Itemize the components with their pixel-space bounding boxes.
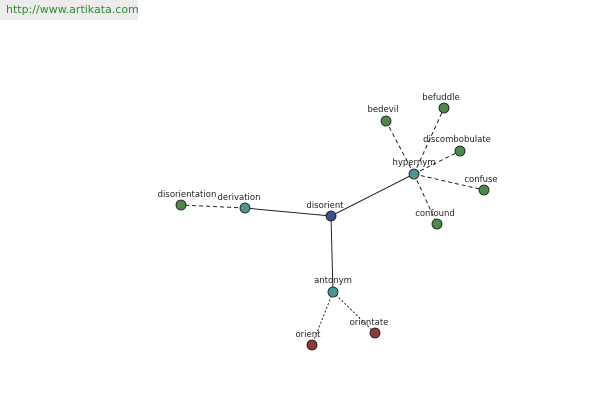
node-antonym[interactable] [327,286,339,298]
node-label-discombobulate: discombobulate [423,135,491,145]
node-label-derivation: derivation [217,193,260,203]
node-bedevil[interactable] [380,115,392,127]
node-label-disorient: disorient [306,201,344,211]
node-befuddle[interactable] [438,102,450,114]
edge-hypernym-befuddle [413,107,445,175]
graph-edges [180,107,485,346]
node-label-orientate: orientate [350,318,389,328]
node-orientate[interactable] [369,327,381,339]
edge-disorient-antonym [330,215,334,293]
edge-hypernym-confuse [413,173,485,191]
node-label-bedevil: bedevil [367,105,398,115]
edge-antonym-orient [311,291,334,346]
node-label-confound: confound [415,209,455,219]
graph-labels: disorient derivation hypernym antonym disori… [158,93,498,340]
node-confuse[interactable] [478,184,490,196]
edge-disorient-derivation [244,207,332,217]
edge-derivation-disorientation [180,204,246,209]
node-hypernym[interactable] [408,168,420,180]
edge-hypernym-bedevil [385,120,415,175]
node-disorientation[interactable] [175,199,187,211]
node-label-disorientation: disorientation [158,190,217,200]
node-label-befuddle: befuddle [422,93,459,103]
edge-hypernym-confound [413,173,438,225]
node-label-confuse: confuse [464,175,497,185]
graph-nodes [175,102,490,351]
site-url-link[interactable]: http://www.artikata.com [0,0,139,20]
node-orient[interactable] [306,339,318,351]
edge-disorient-hypernym [330,173,415,217]
node-disorient[interactable] [325,210,337,222]
node-label-orient: orient [295,330,321,340]
node-label-hypernym: hypernym [392,158,435,168]
node-confound[interactable] [431,218,443,230]
node-label-antonym: antonym [314,276,352,286]
node-discombobulate[interactable] [454,145,466,157]
edge-antonym-orientate [332,291,376,334]
edge-hypernym-discombobulate [413,150,461,175]
node-derivation[interactable] [239,202,251,214]
